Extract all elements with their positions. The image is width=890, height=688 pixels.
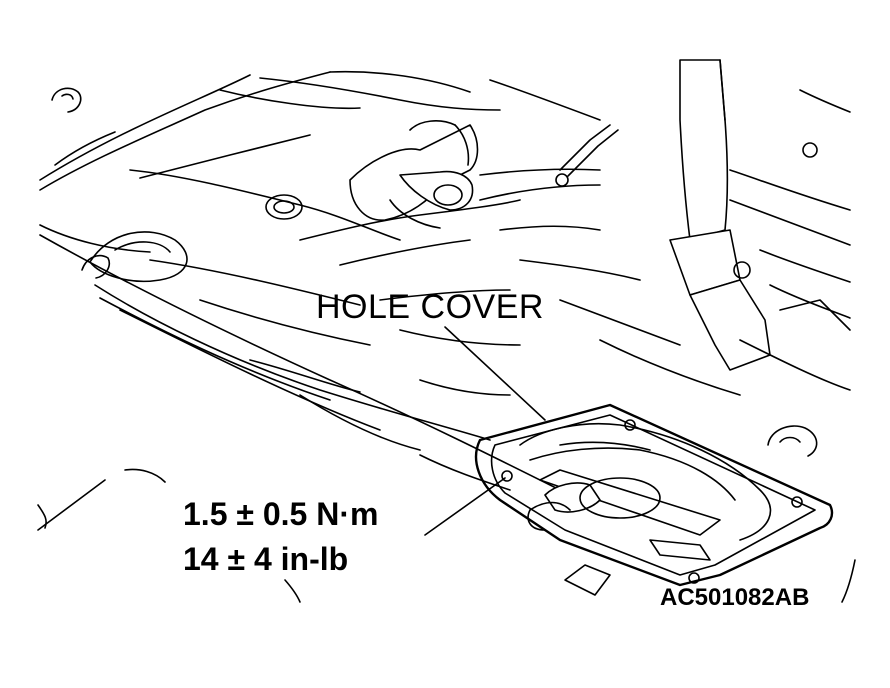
upper-bracket bbox=[349, 120, 479, 229]
torque-metric-label: 1.5 ± 0.5 N·m bbox=[183, 496, 379, 532]
hole-cover-leader bbox=[444, 326, 546, 421]
hole-cover-label: HOLE COVER bbox=[316, 288, 544, 326]
floor-tunnel bbox=[299, 168, 741, 396]
floor-panel-outline bbox=[39, 70, 601, 346]
hole-cover bbox=[474, 403, 834, 596]
leader-lines bbox=[424, 326, 546, 536]
center-grommet bbox=[265, 194, 303, 220]
right-strap bbox=[669, 59, 771, 371]
figure-code-label: AC501082AB bbox=[660, 584, 810, 611]
lower-left-outline bbox=[37, 468, 856, 603]
right-rear-structure bbox=[729, 89, 851, 391]
torque-imperial-label: 14 ± 4 in-lb bbox=[183, 541, 349, 577]
torque-leader bbox=[424, 477, 506, 536]
brake-line bbox=[555, 124, 619, 187]
top-left-grommet bbox=[51, 87, 82, 113]
right-grommet bbox=[767, 425, 818, 457]
